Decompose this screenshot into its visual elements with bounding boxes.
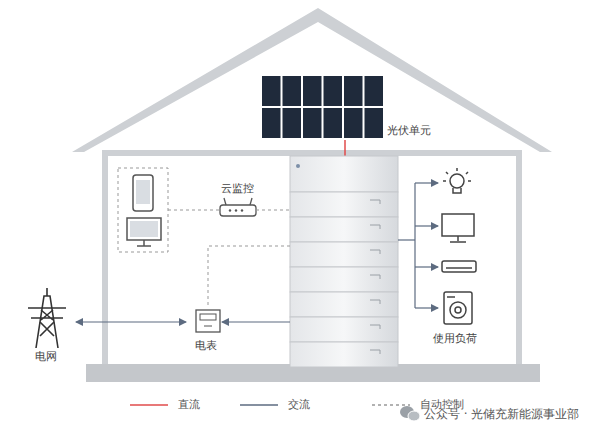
labelled-part: 使用负荷 [426,164,510,352]
load-icons [442,168,476,324]
labelled-part: 光伏单元 [258,72,453,142]
router-icon [220,198,256,216]
part-label: 光伏单元 [386,124,432,137]
legend-ac-line [240,404,278,406]
ac-connector [76,321,186,322]
part-label: 云监控 [220,182,255,195]
part-label: 电表 [194,339,218,352]
meter-icon [196,310,220,332]
dc-wire [344,140,346,158]
monitor-devices [118,168,168,252]
part-label: 电网 [34,350,58,363]
legend-dc-line [130,404,168,406]
battery-tower [290,156,398,367]
watermark: 公众号 · 光储充新能源事业部 [424,406,579,422]
labelled-part: 电表 [186,304,226,354]
legend-text: 交流 [288,398,310,412]
wechat-icon [400,406,420,421]
load-wires [398,183,438,308]
control-wires [168,210,290,308]
labelled-part: 电网 [18,284,76,366]
legend-control-line [372,404,410,406]
solar-panel [262,76,383,138]
grid-tower [28,288,66,348]
labelled-part: 云监控 [212,182,264,222]
ac-wire [222,321,290,322]
house-outline [72,8,552,382]
legend-text: 直流 [178,398,200,412]
part-label: 使用负荷 [432,332,478,345]
